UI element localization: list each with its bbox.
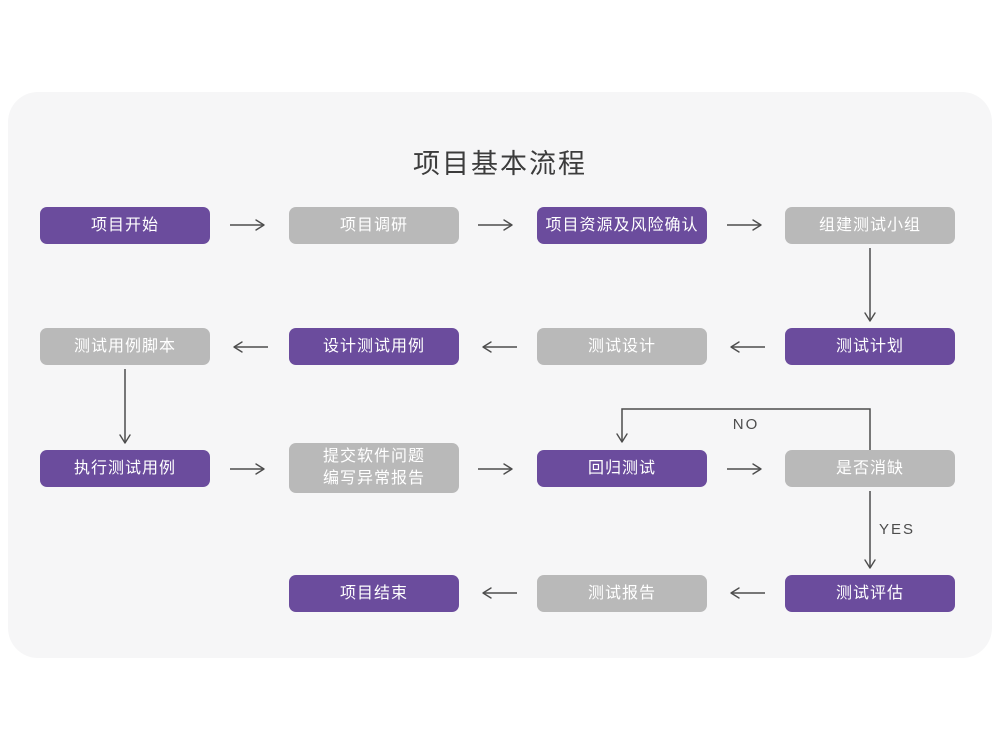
edge-label-no: NO bbox=[732, 416, 760, 433]
diagram-title: 项目基本流程 bbox=[413, 149, 587, 179]
node-execute-test-cases: 执行测试用例 bbox=[40, 450, 210, 487]
node-project-research: 项目调研 bbox=[289, 207, 459, 244]
node-regression-test: 回归测试 bbox=[537, 450, 707, 487]
node-resource-risk-confirm: 项目资源及风险确认 bbox=[537, 207, 707, 244]
node-project-end: 项目结束 bbox=[289, 575, 459, 612]
edge-label-yes: YES bbox=[879, 521, 916, 538]
node-design-test-cases: 设计测试用例 bbox=[289, 328, 459, 365]
flowchart-card bbox=[8, 92, 992, 658]
node-defect-resolved: 是否消缺 bbox=[785, 450, 955, 487]
node-test-plan: 测试计划 bbox=[785, 328, 955, 365]
node-submit-issue-report: 提交软件问题 编写异常报告 bbox=[289, 443, 459, 493]
node-project-start: 项目开始 bbox=[40, 207, 210, 244]
node-build-test-team: 组建测试小组 bbox=[785, 207, 955, 244]
node-test-report: 测试报告 bbox=[537, 575, 707, 612]
node-test-case-script: 测试用例脚本 bbox=[40, 328, 210, 365]
node-test-design: 测试设计 bbox=[537, 328, 707, 365]
node-test-evaluation: 测试评估 bbox=[785, 575, 955, 612]
